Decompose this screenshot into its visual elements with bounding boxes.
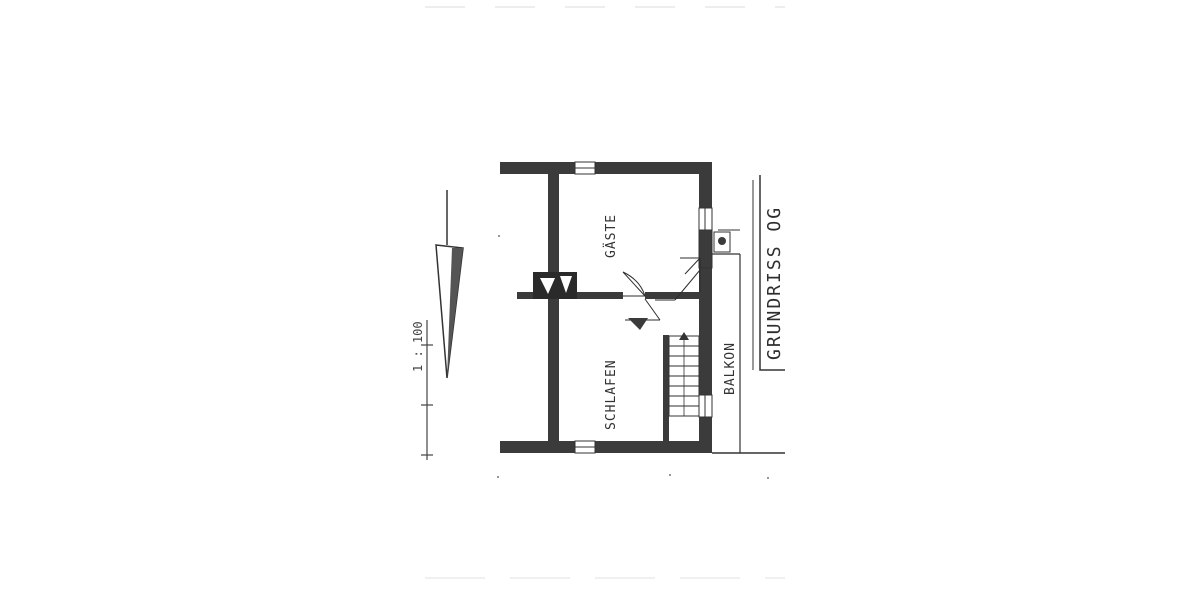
scan-artifacts (425, 6, 785, 579)
balcony-outline (712, 229, 785, 454)
room-label-guest: GÄSTE (603, 214, 619, 258)
drawing-title: GRUNDRISS OG (764, 206, 785, 360)
title-frame (752, 175, 785, 371)
interior-walls (517, 272, 700, 443)
scan-dots (497, 235, 769, 479)
scale-bar: 1 : 100 (411, 320, 433, 460)
staircase (668, 332, 700, 417)
scale-text: 1 : 100 (411, 321, 425, 372)
doors (622, 257, 701, 330)
room-label-bedroom: SCHLAFEN (604, 359, 619, 430)
north-arrow (435, 190, 464, 379)
windows (574, 161, 713, 454)
room-label-balcony: BALKON (723, 342, 738, 395)
